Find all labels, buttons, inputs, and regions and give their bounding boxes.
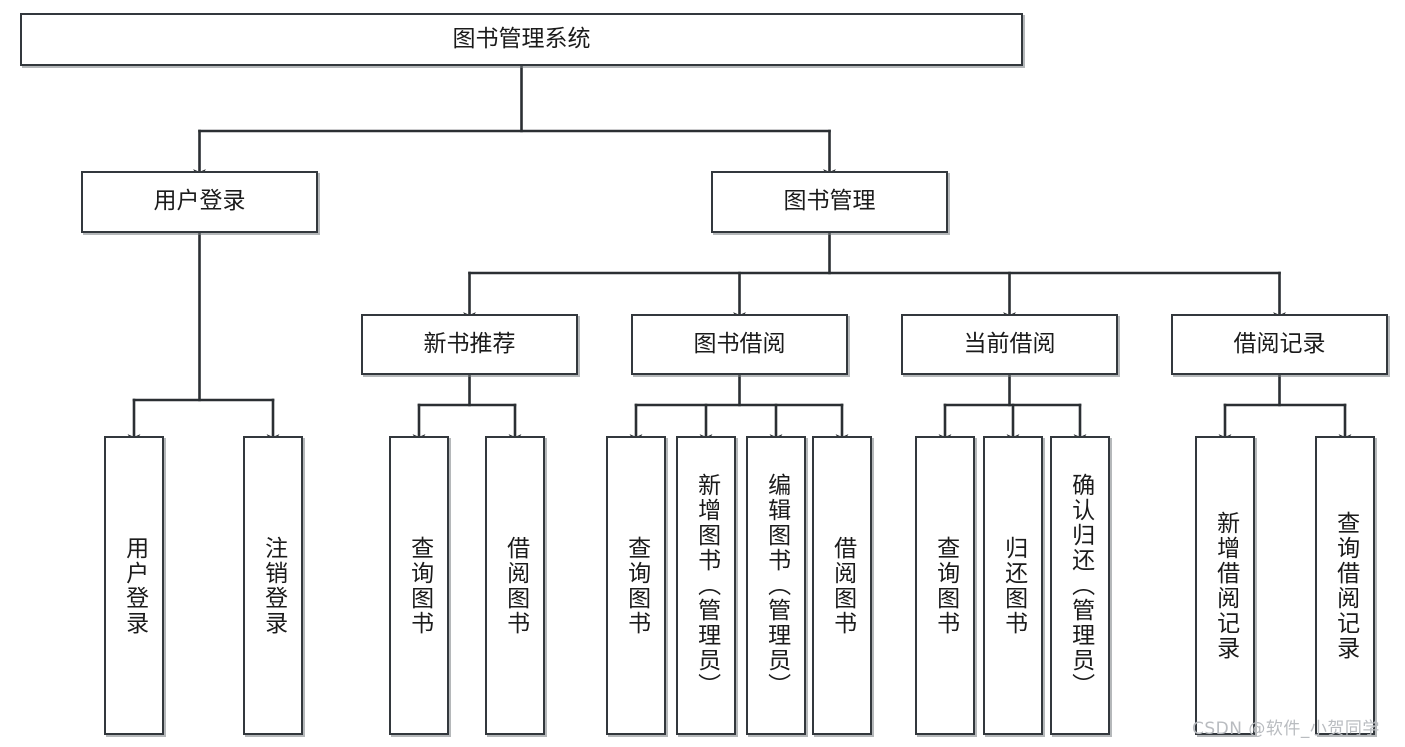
node-leaf-query-book-1[interactable]: 查询图书 — [389, 436, 449, 735]
node-label: 借阅记录 — [1233, 330, 1326, 357]
node-leaf-add-book[interactable]: 新增图书（管理员） — [676, 436, 736, 735]
node-label: 编辑图书（管理员） — [763, 473, 790, 698]
node-label: 当前借阅 — [963, 330, 1056, 357]
node-leaf-return-book[interactable]: 归还图书 — [983, 436, 1043, 735]
node-label: 查询图书 — [406, 535, 433, 636]
node-label: 查询借阅记录 — [1332, 510, 1359, 661]
node-leaf-confirm-ret[interactable]: 确认归还（管理员） — [1050, 436, 1110, 735]
node-book-manage[interactable]: 图书管理 — [711, 171, 948, 233]
node-leaf-query-book-3[interactable]: 查询图书 — [915, 436, 975, 735]
node-user-login[interactable]: 用户登录 — [81, 171, 318, 233]
node-label: 新书推荐 — [423, 330, 516, 357]
node-new-book-rec[interactable]: 新书推荐 — [361, 314, 578, 375]
node-leaf-query-record[interactable]: 查询借阅记录 — [1315, 436, 1375, 735]
node-label: 借阅图书 — [829, 535, 856, 636]
node-label: 确认归还（管理员） — [1067, 473, 1094, 698]
node-loan-records[interactable]: 借阅记录 — [1171, 314, 1388, 375]
node-leaf-borrow-book-1[interactable]: 借阅图书 — [485, 436, 545, 735]
node-leaf-query-book-2[interactable]: 查询图书 — [606, 436, 666, 735]
node-label: 图书管理系统 — [452, 25, 591, 52]
node-label: 图书借阅 — [693, 330, 786, 357]
node-book-borrow[interactable]: 图书借阅 — [631, 314, 848, 375]
node-current-loans[interactable]: 当前借阅 — [901, 314, 1118, 375]
node-label: 查询图书 — [623, 535, 650, 636]
node-label: 图书管理 — [783, 188, 876, 215]
node-label: 新增借阅记录 — [1212, 510, 1239, 661]
node-label: 归还图书 — [1000, 535, 1027, 636]
node-label: 用户登录 — [121, 535, 148, 636]
watermark-text: CSDN @软件_小贺同学 — [1192, 719, 1380, 739]
node-label: 借阅图书 — [502, 535, 529, 636]
node-label: 查询图书 — [932, 535, 959, 636]
node-root[interactable]: 图书管理系统 — [20, 13, 1023, 66]
node-label: 注销登录 — [260, 535, 287, 636]
node-leaf-edit-book[interactable]: 编辑图书（管理员） — [746, 436, 806, 735]
node-label: 新增图书（管理员） — [693, 473, 720, 698]
node-label: 用户登录 — [153, 188, 246, 215]
node-leaf-borrow-book-2[interactable]: 借阅图书 — [812, 436, 872, 735]
node-leaf-user-login[interactable]: 用户登录 — [104, 436, 164, 735]
node-leaf-logout[interactable]: 注销登录 — [243, 436, 303, 735]
node-leaf-add-record[interactable]: 新增借阅记录 — [1195, 436, 1255, 735]
